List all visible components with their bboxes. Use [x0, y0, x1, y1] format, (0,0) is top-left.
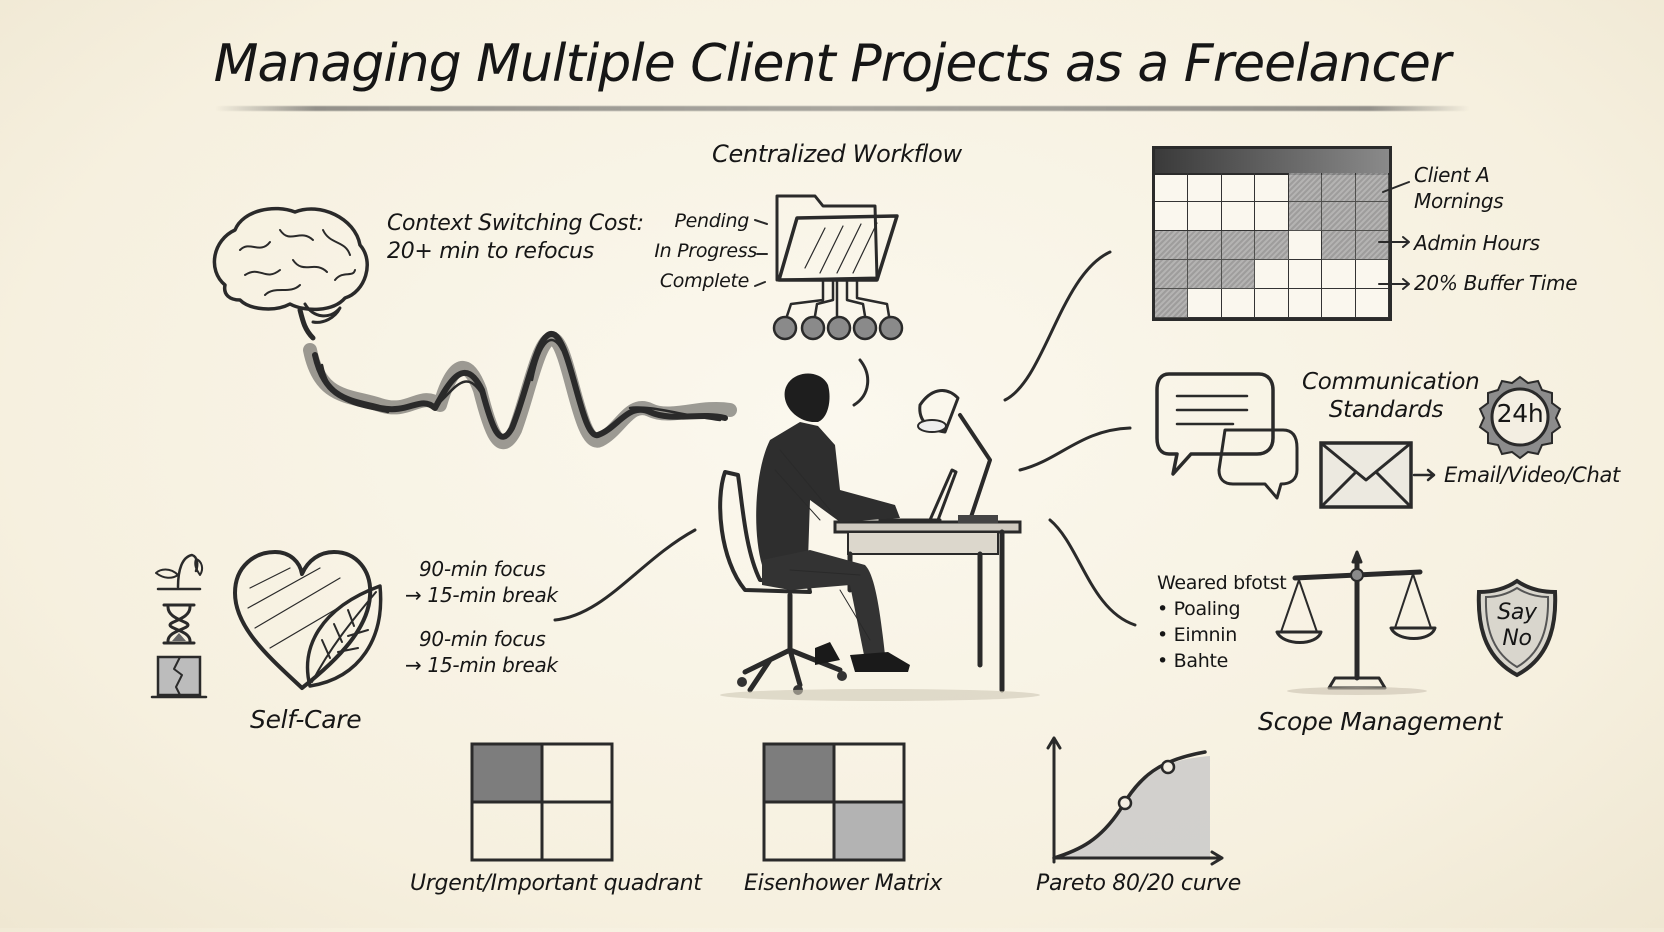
scope-list-item: Bahte [1157, 648, 1286, 674]
response-time-badge: 24h [1478, 375, 1562, 460]
calendar-cell [1288, 231, 1323, 260]
context-switching-label: Context Switching Cost: 20+ min to refoc… [387, 210, 644, 266]
calendar-cell [1288, 260, 1323, 289]
say-no-shield: Say No [1475, 578, 1559, 678]
scope-list-title: Weared bfotst [1157, 572, 1287, 594]
freelancer-at-desk-illustration [690, 358, 1050, 704]
calendar-cell [1255, 202, 1289, 231]
calendar-cell [1288, 202, 1323, 231]
calendar-grid-cells [1155, 173, 1389, 318]
status-in-progress: In Progress [654, 240, 757, 262]
schedule-2: 90-min focus → 15-min break [405, 626, 558, 678]
heart-leaf-icon [230, 548, 395, 702]
communication-heading: Communication Standards [1302, 368, 1480, 424]
scope-list-item: Poaling [1157, 596, 1286, 622]
centralized-workflow-heading: Centralized Workflow [712, 140, 962, 168]
eisenhower-matrix-icon [762, 742, 912, 866]
scope-list: Weared bfotst Poaling Eimnin Bahte [1157, 570, 1287, 674]
scribble-wave-icon [300, 310, 740, 484]
schedule-1-break: → 15-min break [405, 583, 558, 607]
calendar-header-bar [1155, 149, 1389, 175]
self-care-side-icons [150, 545, 210, 709]
calendar-cell [1355, 289, 1389, 318]
calendar-cell [1288, 173, 1323, 202]
communication-heading-line2: Standards [1328, 397, 1444, 423]
schedule-2-break: → 15-min break [405, 653, 558, 677]
calendar-cell [1188, 260, 1222, 289]
title-underline [215, 106, 1470, 111]
label-mornings: Mornings [1414, 189, 1504, 213]
calendar-cell [1188, 202, 1222, 231]
calendar-cell [1255, 289, 1289, 318]
calendar-cell [1322, 260, 1356, 289]
calendar-cell [1188, 231, 1222, 260]
calendar-cell [1255, 173, 1289, 202]
shield-text-line2: No [1502, 626, 1532, 651]
schedule-1-focus: 90-min focus [419, 557, 546, 581]
wilting-plant-icon [155, 553, 204, 591]
calendar-cell [1221, 289, 1256, 318]
chat-bubbles-icon [1155, 370, 1305, 504]
brain-icon [205, 200, 375, 344]
urgent-important-label: Urgent/Important quadrant [410, 871, 702, 896]
envelope-icon [1318, 440, 1438, 519]
calendar-cell [1221, 173, 1256, 202]
calendar-cell [1288, 289, 1323, 318]
calendar-pointer-lines [1375, 180, 1415, 304]
calendar-cell [1155, 173, 1189, 202]
calendar-cell [1355, 260, 1389, 289]
communication-channels: Email/Video/Chat [1444, 463, 1620, 487]
calendar-cell [1221, 231, 1256, 260]
urgent-important-quadrant-icon [470, 742, 620, 866]
hourglass-icon [162, 603, 196, 645]
calendar-cell [1188, 289, 1222, 318]
context-switching-cost: 20+ min to refocus [387, 239, 594, 264]
calendar-cell [1155, 202, 1189, 231]
self-care-schedule: 90-min focus → 15-min break 90-min focus… [405, 556, 558, 678]
calendar-cell [1355, 173, 1389, 202]
calendar-cell [1155, 289, 1189, 318]
calendar-cell [1355, 202, 1389, 231]
schedule-1: 90-min focus → 15-min break [405, 556, 558, 608]
label-client-a: Client A [1414, 163, 1490, 187]
calendar-cell [1155, 260, 1189, 289]
status-complete: Complete [659, 270, 749, 292]
label-buffer-time: 20% Buffer Time [1414, 271, 1578, 295]
shield-text-line1: Say [1497, 600, 1537, 625]
calendar-cell [1221, 260, 1256, 289]
eisenhower-matrix-label: Eisenhower Matrix [744, 871, 943, 896]
badge-24h-text: 24h [1496, 399, 1544, 428]
time-block-calendar [1152, 146, 1392, 321]
scope-management-heading: Scope Management [1258, 707, 1502, 736]
label-admin-hours: Admin Hours [1414, 231, 1540, 255]
calendar-cell [1322, 173, 1356, 202]
context-switching-title: Context Switching Cost: [387, 211, 644, 236]
calendar-cell [1255, 260, 1289, 289]
workflow-status-list: Pending In Progress Complete [645, 208, 765, 294]
pareto-curve-icon [1040, 730, 1224, 874]
status-pending: Pending [674, 210, 749, 232]
communication-heading-line1: Communication [1302, 369, 1480, 395]
calendar-cell [1188, 173, 1222, 202]
calendar-cell [1155, 231, 1189, 260]
calendar-cell [1322, 289, 1356, 318]
folder-icon [754, 188, 935, 352]
page-title: Managing Multiple Client Projects as a F… [213, 34, 1452, 94]
balance-scale-icon [1275, 548, 1440, 702]
cracked-wall-icon [150, 655, 208, 699]
schedule-2-focus: 90-min focus [419, 627, 546, 651]
self-care-heading: Self-Care [250, 705, 362, 734]
calendar-cell [1255, 231, 1289, 260]
calendar-cell [1355, 231, 1389, 260]
scope-list-item: Eimnin [1157, 622, 1286, 648]
calendar-cell [1322, 202, 1356, 231]
calendar-cell [1221, 202, 1256, 231]
shield-text: Say No [1475, 600, 1559, 652]
pareto-curve-label: Pareto 80/20 curve [1036, 871, 1242, 896]
calendar-cell [1322, 231, 1356, 260]
calendar-labels: Client A Mornings Admin Hours 20% Buffer… [1414, 162, 1578, 296]
